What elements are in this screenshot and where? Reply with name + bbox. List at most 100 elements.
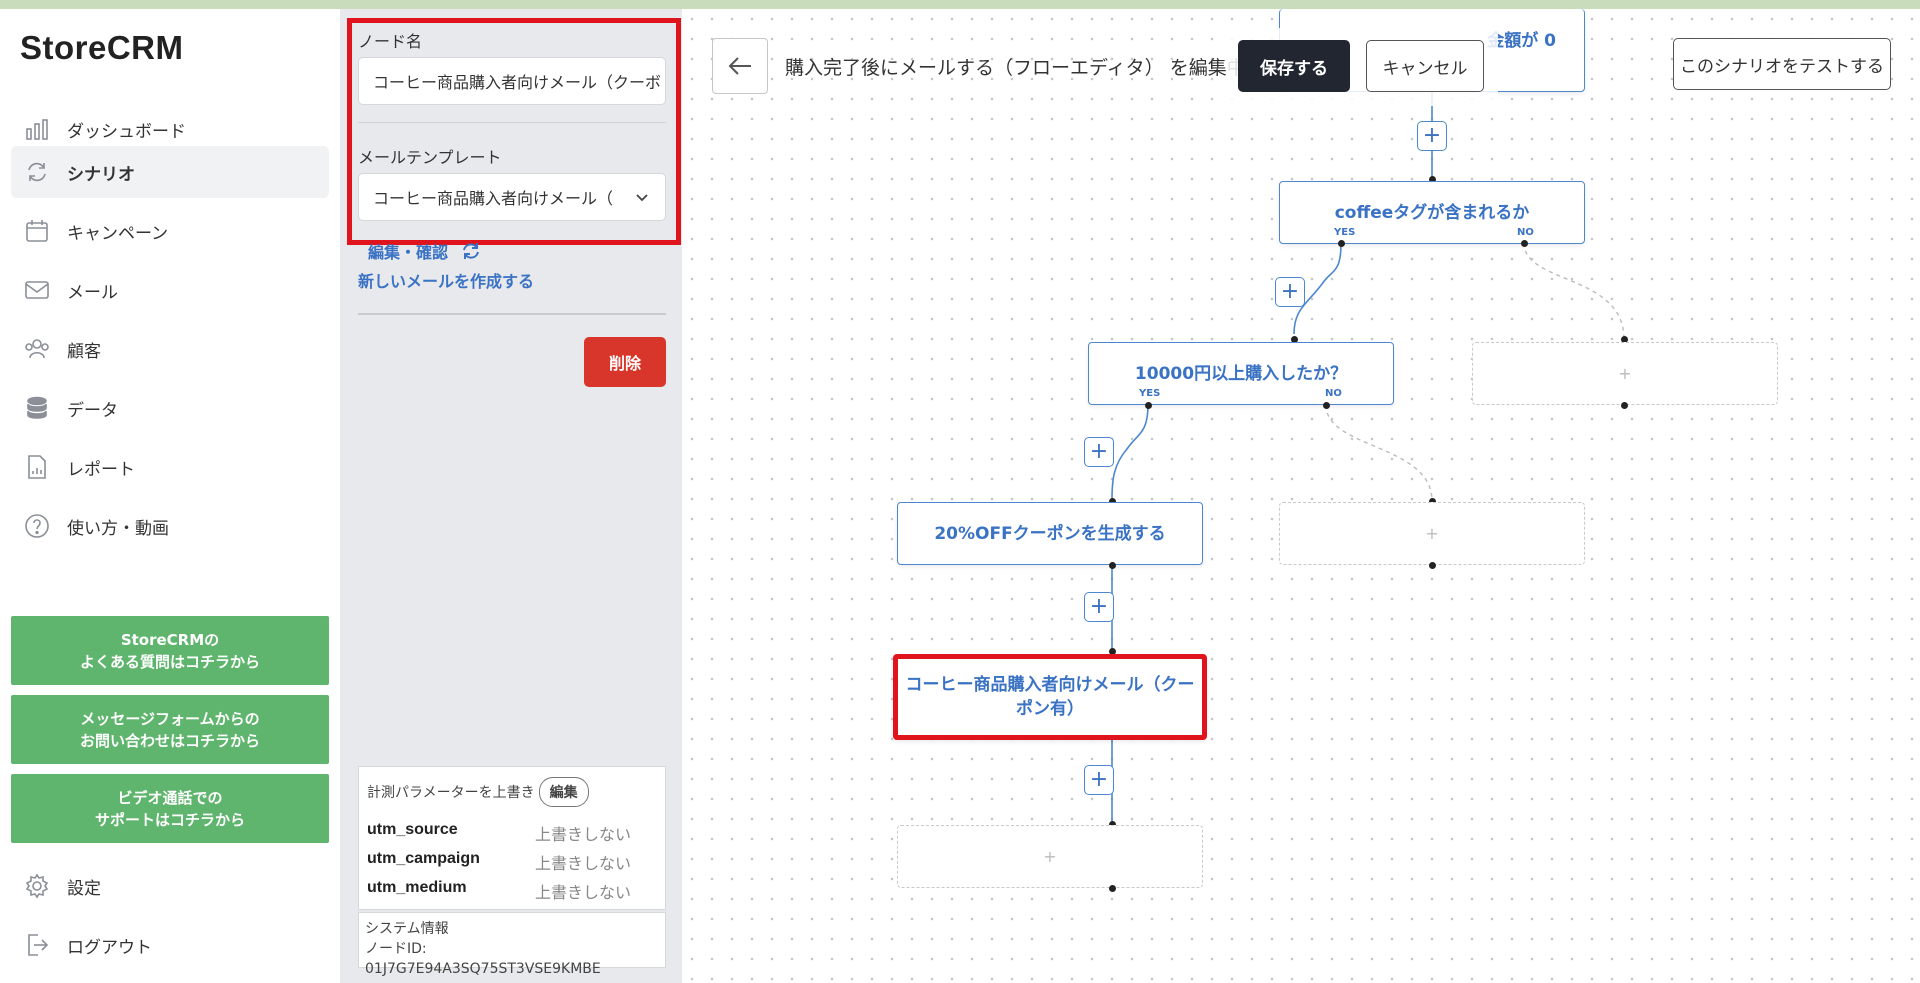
sidebar-item-label: データ <box>67 400 118 421</box>
utm-key: utm_medium <box>367 879 467 896</box>
logout-icon <box>23 931 51 959</box>
add-node-button[interactable]: + <box>1084 765 1114 795</box>
template-select[interactable]: コーヒー商品購入者向けメール（ <box>358 173 666 221</box>
sidebar-item-campaign[interactable]: キャンペーン <box>11 205 329 257</box>
sidebar-item-logout[interactable]: ログアウト <box>11 919 329 971</box>
utm-row: utm_campaign 上書きしない <box>367 850 631 874</box>
sidebar-item-scenario[interactable]: シナリオ <box>11 146 329 198</box>
save-button[interactable]: 保存する <box>1238 40 1350 92</box>
help-icon <box>23 512 51 540</box>
cancel-button[interactable]: キャンセル <box>1366 40 1484 92</box>
connector-dot <box>1429 562 1436 569</box>
sidebar-item-help[interactable]: 使い方・動画 <box>11 500 329 552</box>
no-label: NO <box>1517 227 1534 238</box>
system-info-box: システム情報 ノードID: 01J7G7E94A3SQ75ST3VSE9KMBE <box>358 912 666 977</box>
sidebar-item-label: シナリオ <box>67 164 135 185</box>
app-logo: StoreCRM <box>20 29 184 66</box>
sidebar-item-report[interactable]: レポート <box>11 441 329 493</box>
gear-icon <box>23 872 51 900</box>
connector-dot <box>1521 240 1528 247</box>
utm-key: utm_campaign <box>367 850 480 867</box>
template-label: メールテンプレート <box>358 148 502 167</box>
refresh-icon <box>23 158 51 186</box>
system-info-title: システム情報 <box>365 921 449 937</box>
sidebar-item-label: 設定 <box>67 878 101 899</box>
faq-button[interactable]: StoreCRMの よくある質問はコチラから <box>11 616 329 685</box>
connector-dot <box>1291 336 1298 343</box>
flow-node-purchase-10000[interactable]: 10000円以上購入したか？ <box>1088 342 1394 405</box>
divider <box>358 122 666 123</box>
yes-label: YES <box>1334 227 1356 238</box>
sidebar-item-customers[interactable]: 顧客 <box>11 323 329 375</box>
flow-edges <box>1111 87 1625 824</box>
flow-node-mail-selected[interactable]: コーヒー商品購入者向けメール（クー ポン有） <box>893 654 1207 740</box>
edit-confirm-label: 編集・確認 <box>368 243 449 262</box>
utm-value: 上書きしない <box>535 825 632 844</box>
connector-dot <box>1429 176 1436 183</box>
calendar-icon <box>23 217 51 245</box>
new-mail-link[interactable]: 新しいメールを作成する <box>358 272 535 291</box>
sidebar-item-label: ログアウト <box>67 937 152 958</box>
sidebar-item-settings[interactable]: 設定 <box>11 860 329 912</box>
database-icon <box>23 394 51 422</box>
utm-key: utm_source <box>367 821 458 838</box>
add-node-button[interactable]: + <box>1084 592 1114 622</box>
connector-dot <box>1338 240 1345 247</box>
flow-node-label: 金額が 0 <box>1487 31 1556 51</box>
users-icon <box>23 335 51 363</box>
back-button[interactable] <box>712 38 768 94</box>
connector-dot <box>1429 498 1436 505</box>
contact-form-button[interactable]: メッセージフォームからの お問い合わせはコチラから <box>11 695 329 764</box>
report-icon <box>23 453 51 481</box>
connector-dot <box>1621 402 1628 409</box>
divider <box>358 313 666 315</box>
yes-label: YES <box>1139 388 1161 399</box>
utm-header: 計測パラメーターを上書き 編集 <box>367 777 589 807</box>
sidebar-item-dashboard[interactable]: ダッシュボード <box>11 103 329 155</box>
flow-node-coupon[interactable]: 20%OFFクーポンを生成する <box>897 502 1203 565</box>
sidebar-item-data[interactable]: データ <box>11 382 329 434</box>
add-node-button[interactable]: + <box>1417 121 1447 151</box>
editor-title: 購入完了後にメールする（フローエディタ） を編集中 <box>785 57 1246 79</box>
test-scenario-button[interactable]: このシナリオをテストする <box>1673 38 1891 90</box>
chevron-down-icon <box>636 194 648 202</box>
connector-dot <box>1109 648 1116 655</box>
utm-value: 上書きしない <box>535 883 632 902</box>
sidebar: StoreCRM ダッシュボード シナリオ キャンペーン メール 顧客 データ … <box>0 9 340 983</box>
template-select-value: コーヒー商品購入者向けメール（ <box>373 189 614 208</box>
add-node-button[interactable]: + <box>1084 437 1114 467</box>
node-id: ノードID: 01J7G7E94A3SQ75ST3VSE9KMBE <box>365 941 601 977</box>
no-label: NO <box>1325 388 1342 399</box>
sidebar-item-mail[interactable]: メール <box>11 264 329 316</box>
add-node-button[interactable]: + <box>1275 277 1305 307</box>
connector-dot <box>1109 562 1116 569</box>
sidebar-item-label: レポート <box>67 459 135 480</box>
refresh-icon <box>463 243 479 259</box>
mail-icon <box>23 276 51 304</box>
node-name-label: ノード名 <box>358 32 423 51</box>
utm-edit-button[interactable]: 編集 <box>538 777 589 807</box>
connector-dot <box>1145 402 1152 409</box>
flow-node-coffee-tag[interactable]: coffeeタグが含まれるか <box>1279 181 1585 244</box>
connector-dot <box>1109 885 1116 892</box>
flow-node-empty[interactable]: + <box>897 825 1203 888</box>
video-support-button[interactable]: ビデオ通話での サポートはコチラから <box>11 774 329 843</box>
sidebar-item-label: メール <box>67 282 118 303</box>
flow-node-empty[interactable]: + <box>1472 342 1778 405</box>
edit-confirm-link[interactable]: 編集・確認 <box>368 239 482 263</box>
delete-button[interactable]: 削除 <box>584 337 666 387</box>
flow-node-empty[interactable]: + <box>1279 502 1585 565</box>
connector-dot <box>1109 821 1116 828</box>
utm-override-box: 計測パラメーターを上書き 編集 utm_source 上書きしない utm_ca… <box>358 766 666 910</box>
utm-row: utm_medium 上書きしない <box>367 879 631 903</box>
arrow-left-icon <box>728 57 751 75</box>
flow-canvas[interactable]: 金額が 0 + coffeeタグが含まれるか YES NO + 10000円以上… <box>682 9 1920 983</box>
sidebar-item-label: 使い方・動画 <box>67 518 169 539</box>
connector-dot <box>1109 498 1116 505</box>
utm-row: utm_source 上書きしない <box>367 821 631 845</box>
sidebar-item-label: 顧客 <box>67 341 101 362</box>
node-property-panel: ノード名 コーヒー商品購入者向けメール（クーボ メールテンプレート コーヒー商品… <box>340 9 682 983</box>
node-name-input[interactable]: コーヒー商品購入者向けメール（クーボ <box>358 57 666 105</box>
utm-value: 上書きしない <box>535 854 632 873</box>
sidebar-item-label: ダッシュボード <box>67 121 186 142</box>
